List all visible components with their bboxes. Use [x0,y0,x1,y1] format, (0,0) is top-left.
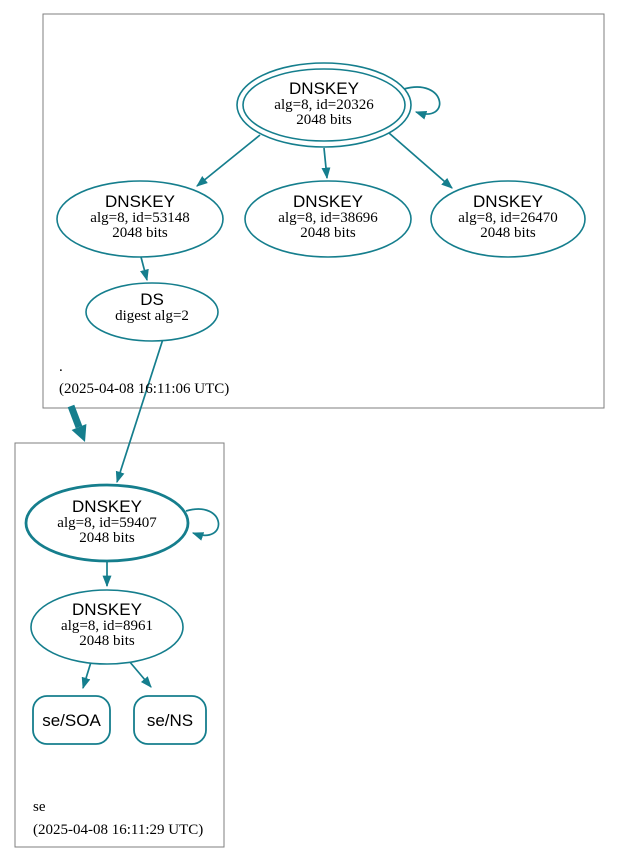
dnskey-20326-bits: 2048 bits [296,112,352,128]
dnskey-8961-ellipse[interactable] [30,589,184,665]
edge-root-to-se-delegation [67,404,83,429]
node-dnskey-20326[interactable]: DNSKEY alg=8, id=20326 2048 bits [236,62,412,148]
node-ds-se[interactable]: DS digest alg=2 [85,282,219,342]
zone-timestamp-se: (2025-04-08 16:11:29 UTC) [33,822,203,838]
dnskey-59407-ellipse[interactable] [24,483,190,563]
edge-root-ksk-selfloop [403,86,441,120]
dnskey-26470-bits: 2048 bits [480,225,536,241]
ds-digest: digest alg=2 [115,308,189,324]
ds-ellipse[interactable] [85,282,219,342]
edge-ksk-to-zsk26470 [388,132,453,189]
node-dnskey-8961[interactable]: DNSKEY alg=8, id=8961 2048 bits [30,589,184,665]
zone-label-se: se [33,799,46,815]
zone-box-root [42,13,605,409]
edge-se-ksk-selfloop [185,508,220,541]
node-dnskey-38696[interactable]: DNSKEY alg=8, id=38696 2048 bits [244,180,412,258]
edge-ds-to-se-ksk [115,338,164,484]
rrset-ns-label: se/NS [147,711,193,730]
dnskey-38696-bits: 2048 bits [300,225,356,241]
node-rrset-se-ns[interactable]: se/NS [133,695,207,745]
dnskey-8961-bits: 2048 bits [79,633,135,649]
dnskey-20326-title: DNSKEY [289,79,359,98]
dnskey-26470-title: DNSKEY [473,192,543,211]
dnskey-59407-title: DNSKEY [72,497,142,516]
dnskey-20326-outer-ellipse[interactable] [236,62,412,148]
rrset-soa-label: se/SOA [42,711,101,730]
zone-timestamp-root: (2025-04-08 16:11:06 UTC) [59,381,229,397]
ds-title: DS [140,290,164,309]
edge-ksk-to-zsk53148 [196,134,261,187]
node-dnskey-26470[interactable]: DNSKEY alg=8, id=26470 2048 bits [430,180,586,258]
dnskey-53148-title: DNSKEY [105,192,175,211]
dnskey-38696-title: DNSKEY [293,192,363,211]
dnskey-38696-alg: alg=8, id=38696 [278,210,378,226]
dnskey-59407-bits: 2048 bits [79,530,135,546]
dnskey-26470-alg: alg=8, id=26470 [458,210,557,226]
edge-se-zsk-to-soa [81,661,92,690]
dnskey-20326-inner-ellipse [242,68,406,142]
edge-ksk-to-zsk38696 [321,147,331,180]
edge-se-zsk-to-ns [128,660,152,688]
dnskey-8961-title: DNSKEY [72,600,142,619]
edge-zsk53148-to-ds [140,256,149,282]
dnskey-8961-alg: alg=8, id=8961 [61,618,153,634]
zone-box-se [14,442,225,848]
node-rrset-se-soa[interactable]: se/SOA [32,695,111,745]
delegation-arrowhead-icon [71,424,87,442]
zone-label-root: . [59,359,63,375]
node-dnskey-59407[interactable]: DNSKEY alg=8, id=59407 2048 bits [24,483,190,563]
rrset-soa-rect[interactable] [32,695,111,745]
dnskey-53148-ellipse[interactable] [56,180,224,258]
dnskey-53148-bits: 2048 bits [112,225,168,241]
dnskey-20326-alg: alg=8, id=20326 [274,97,374,113]
dnskey-26470-ellipse[interactable] [430,180,586,258]
rrset-ns-rect[interactable] [133,695,207,745]
dnskey-38696-ellipse[interactable] [244,180,412,258]
node-dnskey-53148[interactable]: DNSKEY alg=8, id=53148 2048 bits [56,180,224,258]
dnskey-53148-alg: alg=8, id=53148 [90,210,189,226]
dnskey-59407-alg: alg=8, id=59407 [57,515,157,531]
